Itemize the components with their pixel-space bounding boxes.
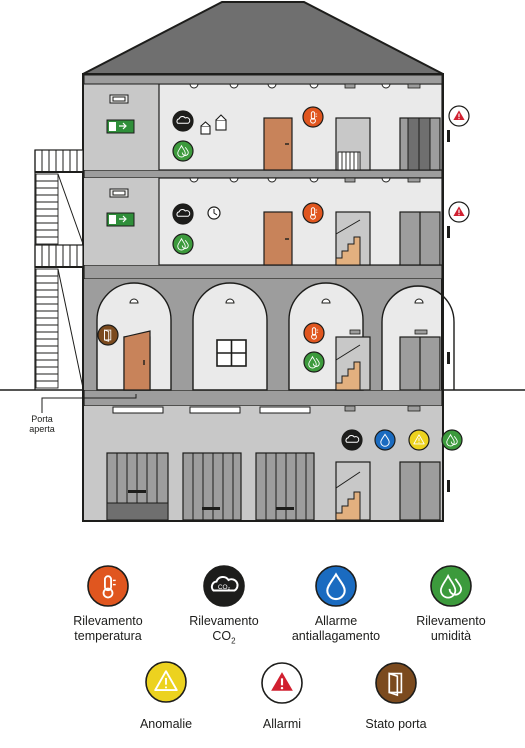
fire-escape-railings (41, 150, 78, 267)
legend-alarms-icon (261, 662, 303, 704)
door-open-annotation: Porta aperta (20, 414, 64, 434)
legend-flood-line1: Allarme (314, 614, 358, 628)
legend-alarms-label: Allarmi (237, 717, 327, 732)
legend-door-state-label: Stato porta (351, 717, 441, 732)
legend-co2-line2: CO2 (179, 629, 269, 649)
legend-alarms-line1: Allarmi (262, 717, 302, 731)
co2-sensor-icon (172, 203, 194, 225)
arch-2 (192, 282, 268, 391)
flood-sensor-icon (374, 429, 396, 451)
ceiling-lights (189, 83, 391, 183)
exit-sign (106, 119, 135, 227)
stairwell-ground (335, 336, 371, 391)
legend-temperature-line2: temperatura (74, 629, 142, 643)
external-fire-escape (34, 149, 84, 390)
legend-temperature-label: Rilevamento temperatura (63, 614, 153, 644)
co2-sensor-icon (172, 110, 194, 132)
legend-anomalies-line1: Anomalie (139, 717, 193, 731)
legend-door-state-icon (375, 662, 417, 704)
wall-frames (200, 114, 227, 135)
temperature-sensor-icon (303, 322, 325, 344)
stairwell-floor3 (335, 117, 371, 171)
legend-humidity-line1: Rilevamento (416, 614, 486, 628)
legend-door-state-line1: Stato porta (365, 717, 427, 731)
legend-flood-label: Allarme antiallagamento (281, 614, 391, 644)
door-open-annotation-line2: aperta (29, 424, 55, 434)
wall-clock-icon (207, 206, 221, 220)
legend-temperature-icon (87, 565, 129, 607)
legend-anomalies-icon (145, 661, 187, 703)
legend-co2-subscript: 2 (231, 636, 236, 646)
door-open-annotation-line1: Porta (31, 414, 53, 424)
temperature-sensor-icon (302, 202, 324, 224)
svg-text:CO₂: CO₂ (218, 584, 231, 591)
humidity-sensor-icon (441, 429, 463, 451)
legend-flood-icon (315, 565, 357, 607)
fire-escape-treads (36, 180, 58, 382)
stairwell-basement (335, 461, 371, 521)
ceiling-sensors (344, 83, 421, 412)
roof (82, 1, 444, 75)
stairwell-floor2 (335, 211, 371, 266)
legend-flood-line2: antiallagamento (291, 629, 381, 643)
open-door (123, 330, 151, 391)
humidity-sensor-icon (172, 140, 194, 162)
legend-humidity-label: Rilevamento umidità (406, 614, 496, 644)
temperature-sensor-icon (302, 106, 324, 128)
window (216, 339, 247, 367)
legend-anomalies-label: Anomalie (121, 717, 211, 732)
door-callout-line (41, 394, 137, 413)
alarm-icon (448, 201, 470, 223)
legend-co2-label: Rilevamento CO2 (179, 614, 269, 649)
co2-sensor-icon (341, 429, 363, 451)
legend-co2-line1: Rilevamento (189, 614, 259, 628)
anomaly-sensor-icon (408, 429, 430, 451)
door-state-sensor-icon (97, 324, 119, 346)
emergency-light (109, 94, 129, 198)
legend-temperature-line1: Rilevamento (73, 614, 143, 628)
alarm-icon (448, 105, 470, 127)
legend-humidity-icon (430, 565, 472, 607)
floor2-main-room (158, 177, 443, 266)
humidity-sensor-icon (303, 351, 325, 373)
legend-co2-icon: CO₂ (203, 565, 245, 607)
fire-escape-steps (35, 173, 59, 389)
legend-co2-text: CO (212, 629, 232, 643)
legend-humidity-line2: umidità (430, 629, 472, 643)
humidity-sensor-icon (172, 233, 194, 255)
